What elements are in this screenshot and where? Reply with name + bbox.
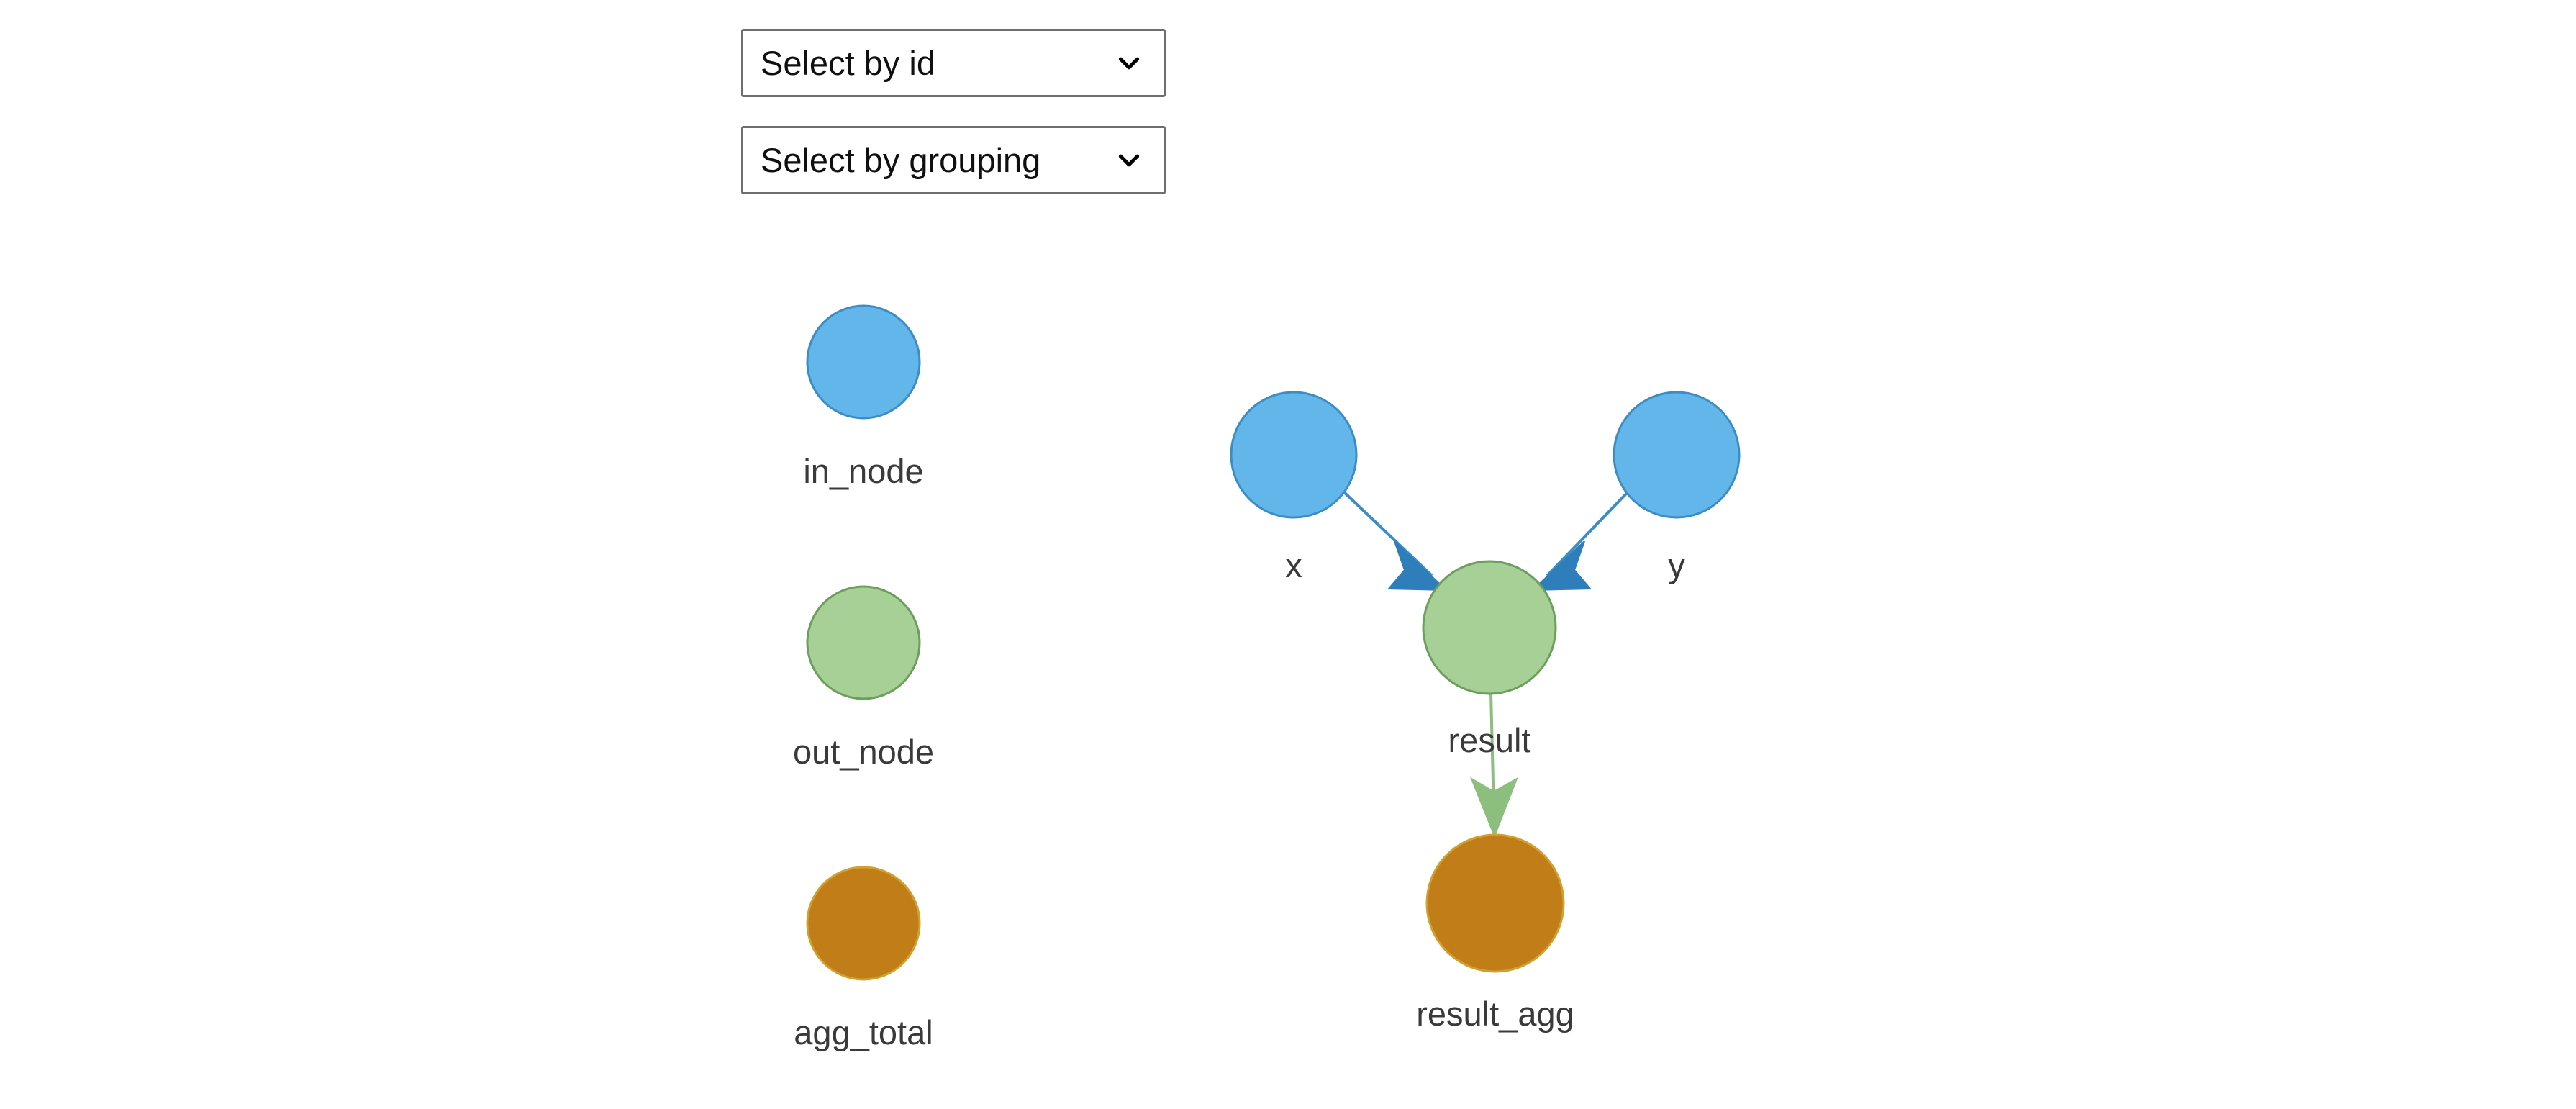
- edge-result-to-result-agg: [1469, 692, 1518, 838]
- legend-label-out-node: out_node: [792, 733, 935, 771]
- chevron-down-icon[interactable]: [1115, 49, 1143, 78]
- legend-swatch-agg-total[interactable]: [806, 866, 921, 981]
- graph-node-label-result-agg: result_agg: [1416, 995, 1574, 1033]
- graph-node-label-x: x: [1285, 546, 1302, 584]
- legend-swatch-out-node[interactable]: [806, 585, 921, 700]
- graph-node-label-y: y: [1668, 546, 1685, 584]
- legend-swatch-in-node[interactable]: [806, 304, 921, 420]
- graph-node-y[interactable]: [1613, 391, 1741, 519]
- legend-label-agg-total: agg_total: [794, 1013, 933, 1051]
- arrowhead-icon: [1387, 540, 1448, 592]
- chevron-down-icon[interactable]: [1115, 146, 1143, 175]
- arrowhead-icon: [1469, 777, 1518, 838]
- arrowhead-icon: [1530, 540, 1592, 592]
- edge-line: [1546, 491, 1629, 577]
- graph-edge-label-result: result: [1448, 721, 1531, 759]
- select-by-id-value: Select by id: [761, 44, 935, 82]
- graph-node-result[interactable]: [1422, 560, 1557, 695]
- select-by-grouping-dropdown[interactable]: Select by grouping: [741, 126, 1166, 194]
- legend-label-in-node: in_node: [803, 452, 924, 490]
- graph-node-x[interactable]: [1230, 391, 1358, 519]
- controls-panel: Select by id Select by grouping: [741, 29, 1173, 223]
- edge-x-to-result: [1343, 491, 1448, 592]
- edge-y-to-result: [1530, 491, 1629, 592]
- select-by-grouping-value: Select by grouping: [761, 141, 1041, 179]
- select-by-id-dropdown[interactable]: Select by id: [741, 29, 1166, 97]
- graph-node-result-agg[interactable]: [1425, 833, 1565, 973]
